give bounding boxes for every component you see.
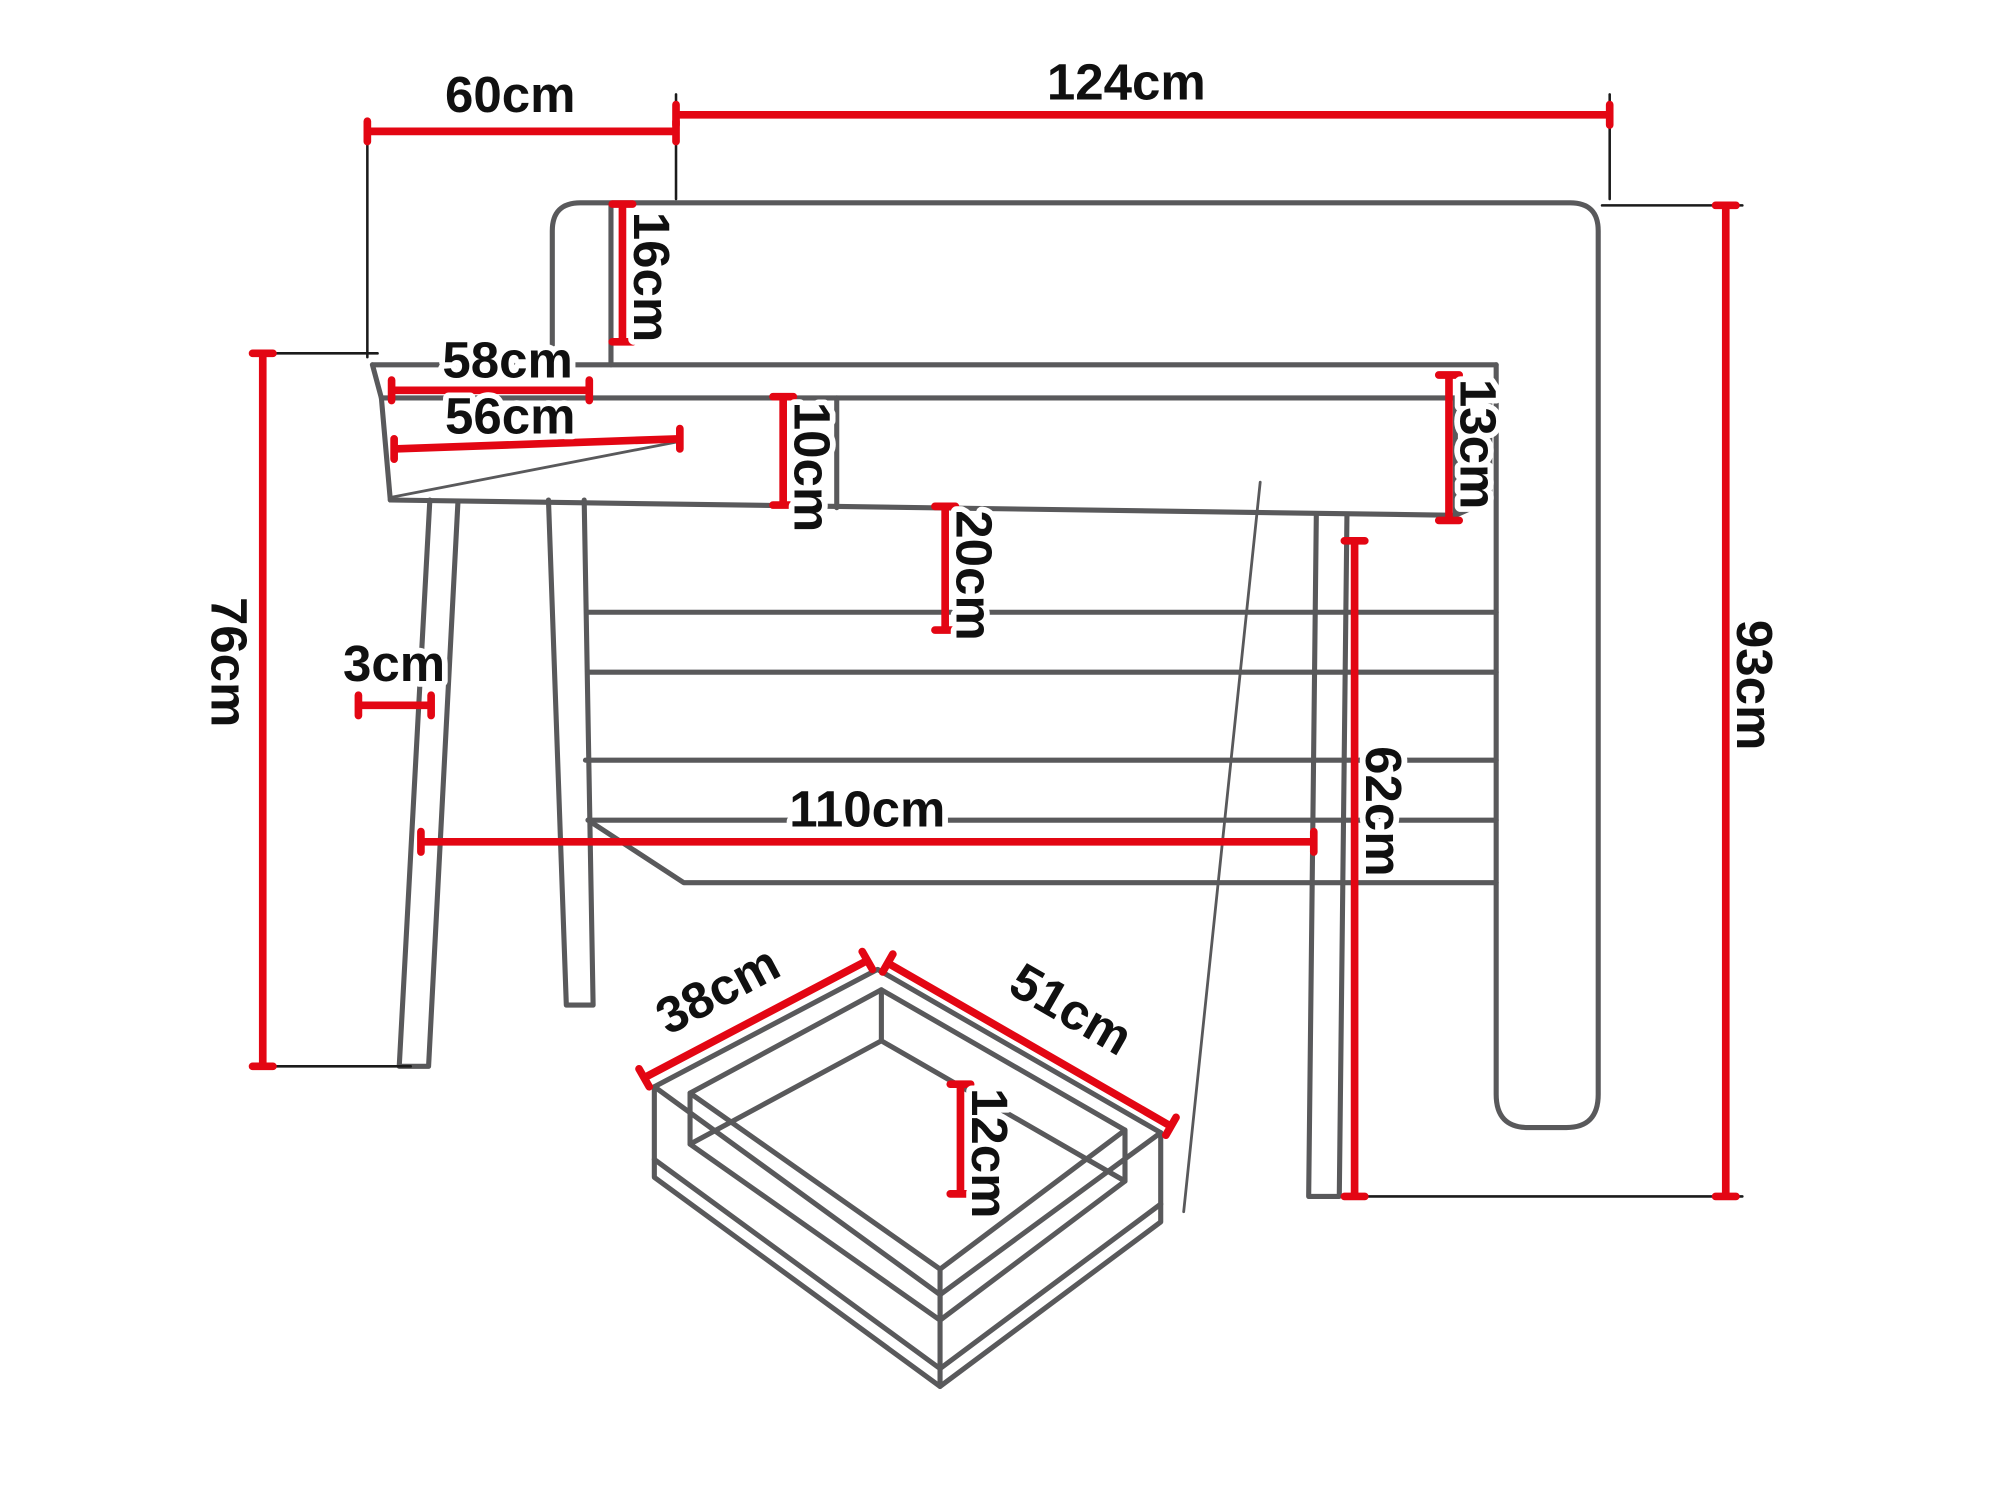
dim-label-13cm: 13cm bbox=[1449, 379, 1506, 509]
dim-line-58cm bbox=[387, 376, 594, 405]
dim-line-62cm bbox=[1340, 536, 1369, 1201]
dim-line-3cm bbox=[354, 691, 435, 720]
dim-label-20cm: 20cm bbox=[946, 510, 1003, 640]
front-left-leg bbox=[396, 497, 461, 1069]
desktop-left-cap bbox=[369, 362, 393, 503]
thin-lines bbox=[388, 439, 1262, 1214]
dim-line-60cm bbox=[363, 117, 680, 146]
dim-line-13cm bbox=[1434, 371, 1464, 525]
dim-line-56cm bbox=[390, 424, 684, 464]
dim-line-93cm bbox=[1711, 201, 1740, 1201]
dim-line-110cm bbox=[417, 827, 1318, 856]
drawer-inner-corner-edges bbox=[687, 987, 1128, 1323]
back-left-leg bbox=[545, 497, 596, 1008]
dim-label-76cm: 76cm bbox=[201, 597, 258, 727]
desk-outline bbox=[369, 200, 1601, 1390]
niche-interior-diagonal bbox=[388, 439, 682, 499]
dim-line-76cm bbox=[248, 349, 277, 1071]
dim-label-3cm: 3cm bbox=[343, 635, 445, 692]
dim-label-51cm: 51cm bbox=[1000, 952, 1142, 1067]
dim-label-60cm: 60cm bbox=[445, 66, 575, 123]
drawer-floor bbox=[687, 1038, 1128, 1323]
dim-line-124cm bbox=[672, 100, 1614, 129]
dim-label-110cm: 110cm bbox=[789, 781, 945, 838]
dim-label-12cm: 12cm bbox=[961, 1088, 1018, 1218]
dim-line-10cm bbox=[769, 392, 798, 509]
upper-rail bbox=[584, 609, 1499, 675]
drawer-band-right-cap bbox=[1452, 395, 1493, 518]
dim-line-38cm bbox=[635, 947, 877, 1091]
drawer-bottom-thickness bbox=[651, 1156, 1164, 1372]
drawer-band-bottom-edge bbox=[387, 497, 1458, 518]
dim-line-16cm bbox=[608, 200, 637, 346]
dimension-labels: 60cm 124cm 16cm 58cm 56cm 10cm 20cm 13cm… bbox=[195, 48, 1789, 1224]
drawer-pointer-line bbox=[1182, 480, 1262, 1214]
lower-rail bbox=[582, 757, 1499, 823]
dim-label-93cm: 93cm bbox=[1726, 620, 1783, 750]
hutch-and-right-panel bbox=[549, 200, 1601, 1131]
dim-line-20cm bbox=[931, 502, 960, 634]
dim-label-62cm: 62cm bbox=[1355, 746, 1412, 876]
dimension-lines bbox=[248, 100, 1740, 1201]
dim-label-56cm: 56cm bbox=[445, 388, 575, 445]
dim-label-58cm: 58cm bbox=[442, 332, 572, 389]
dim-line-51cm bbox=[878, 950, 1180, 1140]
dim-label-124cm: 124cm bbox=[1047, 53, 1206, 110]
dim-line-12cm bbox=[946, 1080, 975, 1198]
dim-label-16cm: 16cm bbox=[623, 212, 680, 342]
dim-label-10cm: 10cm bbox=[784, 402, 841, 532]
